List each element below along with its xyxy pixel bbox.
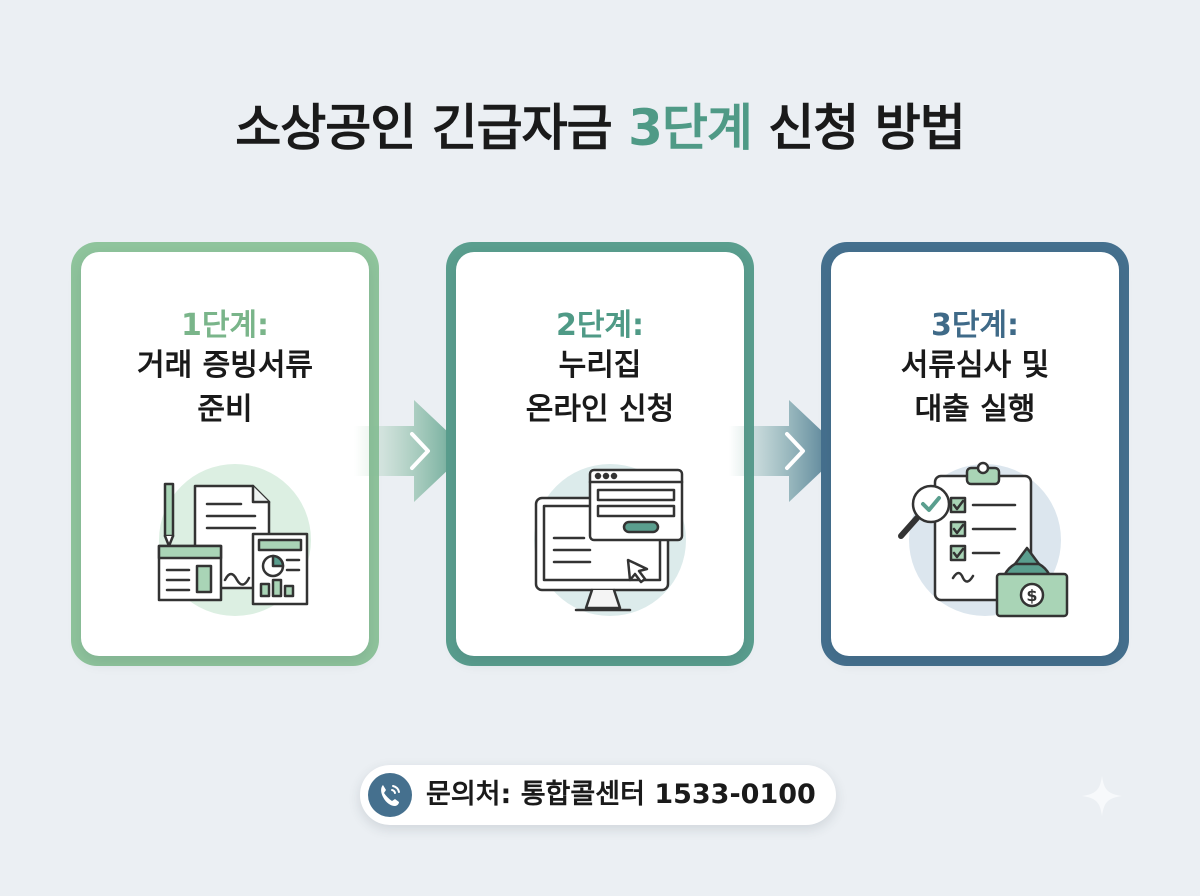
step-card-1: 1단계: 거래 증빙서류 준비 bbox=[71, 242, 379, 666]
step-1-line-2: 준비 bbox=[197, 392, 253, 427]
step-1-text: 거래 증빙서류 준비 bbox=[81, 344, 369, 432]
checklist-money-icon: $ bbox=[898, 461, 1069, 618]
step-2-label: 2단계: bbox=[555, 308, 645, 343]
arrow-right-icon bbox=[729, 400, 843, 502]
phone-icon bbox=[368, 773, 412, 817]
step-card-3-body: 3단계: 서류심사 및 대출 실행 bbox=[831, 252, 1119, 656]
documents-icon bbox=[157, 464, 311, 616]
step-card-1-body: 1단계: 거래 증빙서류 준비 bbox=[81, 252, 369, 656]
step-3-line-2: 대출 실행 bbox=[914, 392, 1036, 427]
step-card-3: 3단계: 서류심사 및 대출 실행 bbox=[821, 242, 1129, 666]
step-3-text: 서류심사 및 대출 실행 bbox=[831, 344, 1119, 432]
step-card-2: 2단계: 누리집 온라인 신청 bbox=[446, 242, 754, 666]
step-2-line-2: 온라인 신청 bbox=[525, 392, 675, 427]
step-2-text: 누리집 온라인 신청 bbox=[456, 344, 744, 432]
contact-text: 문의처: 통합콜센터 1533-0100 bbox=[426, 779, 816, 810]
title-suffix: 신청 방법 bbox=[751, 99, 965, 157]
computer-online-form-icon bbox=[534, 464, 686, 616]
sparkle-icon bbox=[1082, 776, 1122, 816]
arrow-right-icon bbox=[354, 400, 468, 502]
svg-text:$: $ bbox=[1026, 586, 1037, 605]
step-1-label: 1단계: bbox=[180, 308, 270, 343]
step-card-2-body: 2단계: 누리집 온라인 신청 bbox=[456, 252, 744, 656]
contact-pill[interactable]: 문의처: 통합콜센터 1533-0100 bbox=[360, 765, 836, 825]
page-title: 소상공인 긴급자금 3단계 신청 방법 bbox=[0, 88, 1200, 160]
step-2-line-1: 누리집 bbox=[558, 348, 642, 383]
step-3-line-1: 서류심사 및 bbox=[900, 348, 1050, 383]
step-1-line-1: 거래 증빙서류 bbox=[136, 348, 314, 383]
step-3-label: 3단계: bbox=[930, 308, 1020, 343]
title-prefix: 소상공인 긴급자금 bbox=[235, 99, 629, 157]
title-accent: 3단계 bbox=[628, 99, 753, 157]
